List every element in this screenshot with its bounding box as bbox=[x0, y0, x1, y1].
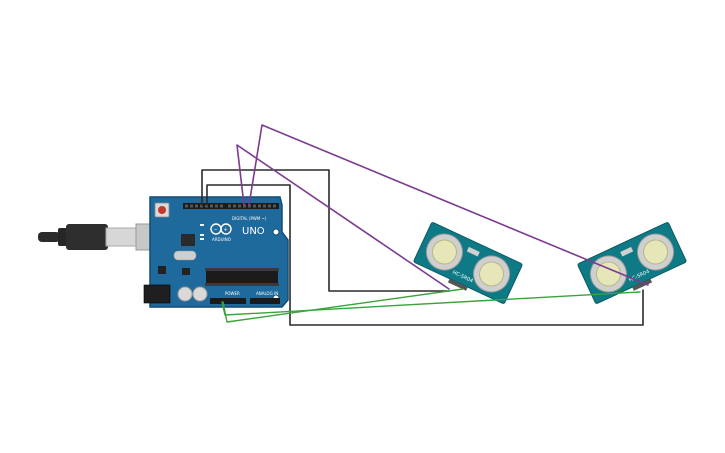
usb-chip bbox=[181, 234, 195, 246]
ultrasonic-sensor-right[interactable]: HC-SR04 bbox=[577, 222, 688, 308]
usb-plug-metal bbox=[105, 227, 137, 247]
atmega-socket-top bbox=[205, 268, 279, 271]
small-chip bbox=[158, 266, 166, 274]
analog-header-label: ANALOG IN bbox=[256, 291, 278, 296]
digital-header bbox=[183, 203, 279, 209]
small-chip-2 bbox=[182, 268, 190, 275]
wire-power-left[interactable] bbox=[222, 288, 464, 323]
wires bbox=[201, 124, 649, 326]
l-led bbox=[200, 238, 204, 240]
wire-ground-left[interactable] bbox=[201, 169, 450, 292]
sensor-pins bbox=[447, 278, 468, 291]
atmega-socket-bottom bbox=[205, 283, 279, 286]
power-header bbox=[210, 298, 246, 304]
usb-cable-strain-relief bbox=[58, 228, 68, 246]
capacitor bbox=[177, 286, 193, 302]
atmega-chip bbox=[206, 270, 278, 284]
arduino-uno-board[interactable]: DIGITAL (PWM ~) − + UNO ARDUINO POWER bbox=[143, 196, 289, 308]
wire-signal-right[interactable] bbox=[248, 124, 649, 286]
svg-text:−: − bbox=[214, 227, 218, 233]
usb-cable-body bbox=[66, 224, 108, 250]
digital-header-label: DIGITAL (PWM ~) bbox=[232, 216, 267, 221]
svg-text:+: + bbox=[224, 227, 228, 233]
mounting-hole bbox=[272, 228, 280, 236]
capacitor bbox=[192, 286, 208, 302]
board-brand-label: ARDUINO bbox=[212, 237, 231, 242]
tx-led bbox=[200, 224, 204, 226]
analog-header bbox=[250, 298, 280, 304]
ultrasonic-sensor-left[interactable]: HC-SR04 bbox=[412, 222, 523, 308]
power-header-label: POWER bbox=[225, 291, 240, 296]
usb-cable-end bbox=[38, 232, 60, 242]
crystal-module bbox=[466, 246, 480, 257]
sensor-pins bbox=[632, 278, 653, 291]
crystal-module bbox=[620, 246, 634, 257]
wire-power-right[interactable] bbox=[221, 291, 641, 316]
arduino-logo: − + bbox=[210, 223, 232, 235]
wire-ground-right[interactable] bbox=[206, 184, 644, 326]
rx-led bbox=[200, 234, 204, 236]
usb-cable[interactable] bbox=[38, 223, 169, 251]
wire-signal-left[interactable] bbox=[236, 144, 450, 290]
crystal bbox=[173, 250, 197, 261]
power-jack bbox=[143, 284, 171, 304]
board-model-label: UNO bbox=[242, 226, 265, 237]
reset-button[interactable] bbox=[154, 202, 170, 218]
